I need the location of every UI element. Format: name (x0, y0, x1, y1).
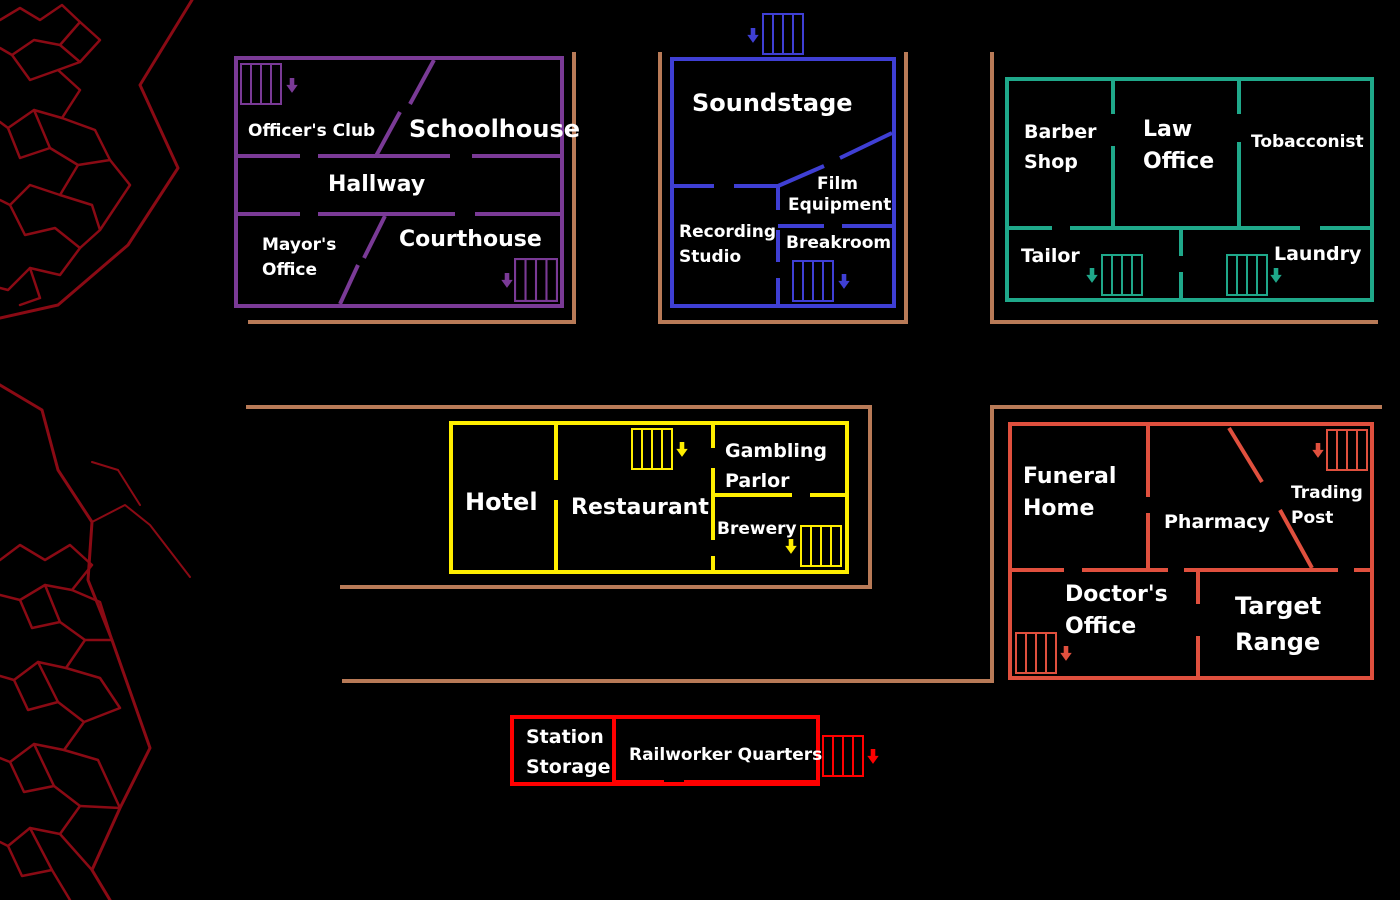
down-arrow-icon (785, 539, 797, 554)
room-schoolhouse: Schoolhouse (409, 115, 580, 143)
stairs-icon (822, 735, 864, 777)
red-veins-decoration (0, 0, 194, 900)
room-officers-club: Officer's Club (248, 121, 375, 141)
room-soundstage: Soundstage (692, 89, 853, 117)
down-arrow-icon (747, 28, 759, 43)
room-law-office-line2: Office (1143, 149, 1214, 174)
room-laundry: Laundry (1274, 243, 1362, 265)
stairs-icon (1015, 632, 1057, 674)
room-mayors-office-line1: Mayor's (262, 235, 336, 255)
stairs-icon (1101, 254, 1143, 296)
shops-labels: Barber Shop Law Office Tobacconist Tailo… (1021, 117, 1364, 267)
room-law-office-line1: Law (1143, 117, 1192, 142)
stairs-icon (792, 260, 834, 302)
room-gambling-parlor-line2: Parlor (725, 470, 790, 492)
room-tailor: Tailor (1021, 245, 1080, 267)
station-stairs (822, 735, 879, 777)
studio-labels: Soundstage Film Equipment Recording Stud… (679, 89, 891, 267)
room-film-equipment-line2: Equipment (788, 195, 891, 215)
room-recording-studio-line1: Recording (679, 222, 776, 242)
hotel-labels: Hotel Restaurant Gambling Parlor Brewery (465, 440, 827, 539)
station-building (510, 715, 820, 786)
medical-labels: Funeral Home Pharmacy Trading Post Docto… (1023, 464, 1363, 656)
room-pharmacy: Pharmacy (1164, 511, 1271, 533)
studio-building (670, 57, 896, 308)
room-trading-post-line1: Trading (1291, 483, 1363, 503)
down-arrow-icon (1060, 646, 1072, 661)
room-tobacconist: Tobacconist (1251, 132, 1364, 152)
room-barber-shop-line2: Shop (1024, 151, 1078, 173)
room-station-storage-line2: Storage (526, 756, 611, 778)
down-arrow-icon (286, 78, 298, 93)
room-target-range-line1: Target (1235, 592, 1321, 620)
stairs-icon (1226, 254, 1268, 296)
streets (246, 52, 1382, 683)
stairs-icon (762, 13, 804, 55)
room-doctors-office-line2: Office (1065, 614, 1136, 639)
civic-building (234, 56, 564, 308)
room-station-storage-line1: Station (526, 726, 604, 748)
room-recording-studio-line2: Studio (679, 247, 741, 267)
civic-labels: Officer's Club Schoolhouse Hallway Mayor… (248, 115, 580, 280)
room-funeral-home-line1: Funeral (1023, 464, 1116, 489)
shops-building (1005, 77, 1374, 302)
room-film-equipment-line1: Film (817, 174, 858, 194)
shops-stairs (1086, 254, 1282, 296)
down-arrow-icon (1312, 443, 1324, 458)
room-restaurant: Restaurant (571, 495, 709, 520)
stairs-icon (800, 525, 842, 567)
room-courthouse: Courthouse (399, 227, 542, 252)
room-breakroom: Breakroom (786, 233, 891, 253)
down-arrow-icon (1270, 268, 1282, 283)
down-arrow-icon (501, 273, 513, 288)
down-arrow-icon (676, 442, 688, 457)
stairs-icon (240, 63, 282, 105)
stairs-icon (514, 258, 558, 302)
room-barber-shop-line1: Barber (1024, 121, 1097, 143)
hotel-building (449, 421, 849, 574)
station-labels: Station Storage Railworker Quarters (526, 726, 822, 778)
stairs-icon (1326, 429, 1368, 471)
room-railworker-quarters: Railworker Quarters (629, 745, 822, 765)
down-arrow-icon (867, 749, 879, 764)
room-mayors-office-line2: Office (262, 260, 317, 280)
room-funeral-home-line2: Home (1023, 496, 1094, 521)
room-gambling-parlor-line1: Gambling (725, 440, 827, 462)
room-hallway: Hallway (328, 172, 425, 197)
medical-building (1008, 422, 1374, 680)
stairs-icon (631, 428, 673, 470)
room-hotel: Hotel (465, 488, 538, 516)
room-trading-post-line2: Post (1291, 508, 1333, 528)
down-arrow-icon (838, 274, 850, 289)
down-arrow-icon (1086, 268, 1098, 283)
room-target-range-line2: Range (1235, 628, 1320, 656)
room-brewery: Brewery (717, 519, 797, 539)
room-doctors-office-line1: Doctor's (1065, 582, 1168, 607)
